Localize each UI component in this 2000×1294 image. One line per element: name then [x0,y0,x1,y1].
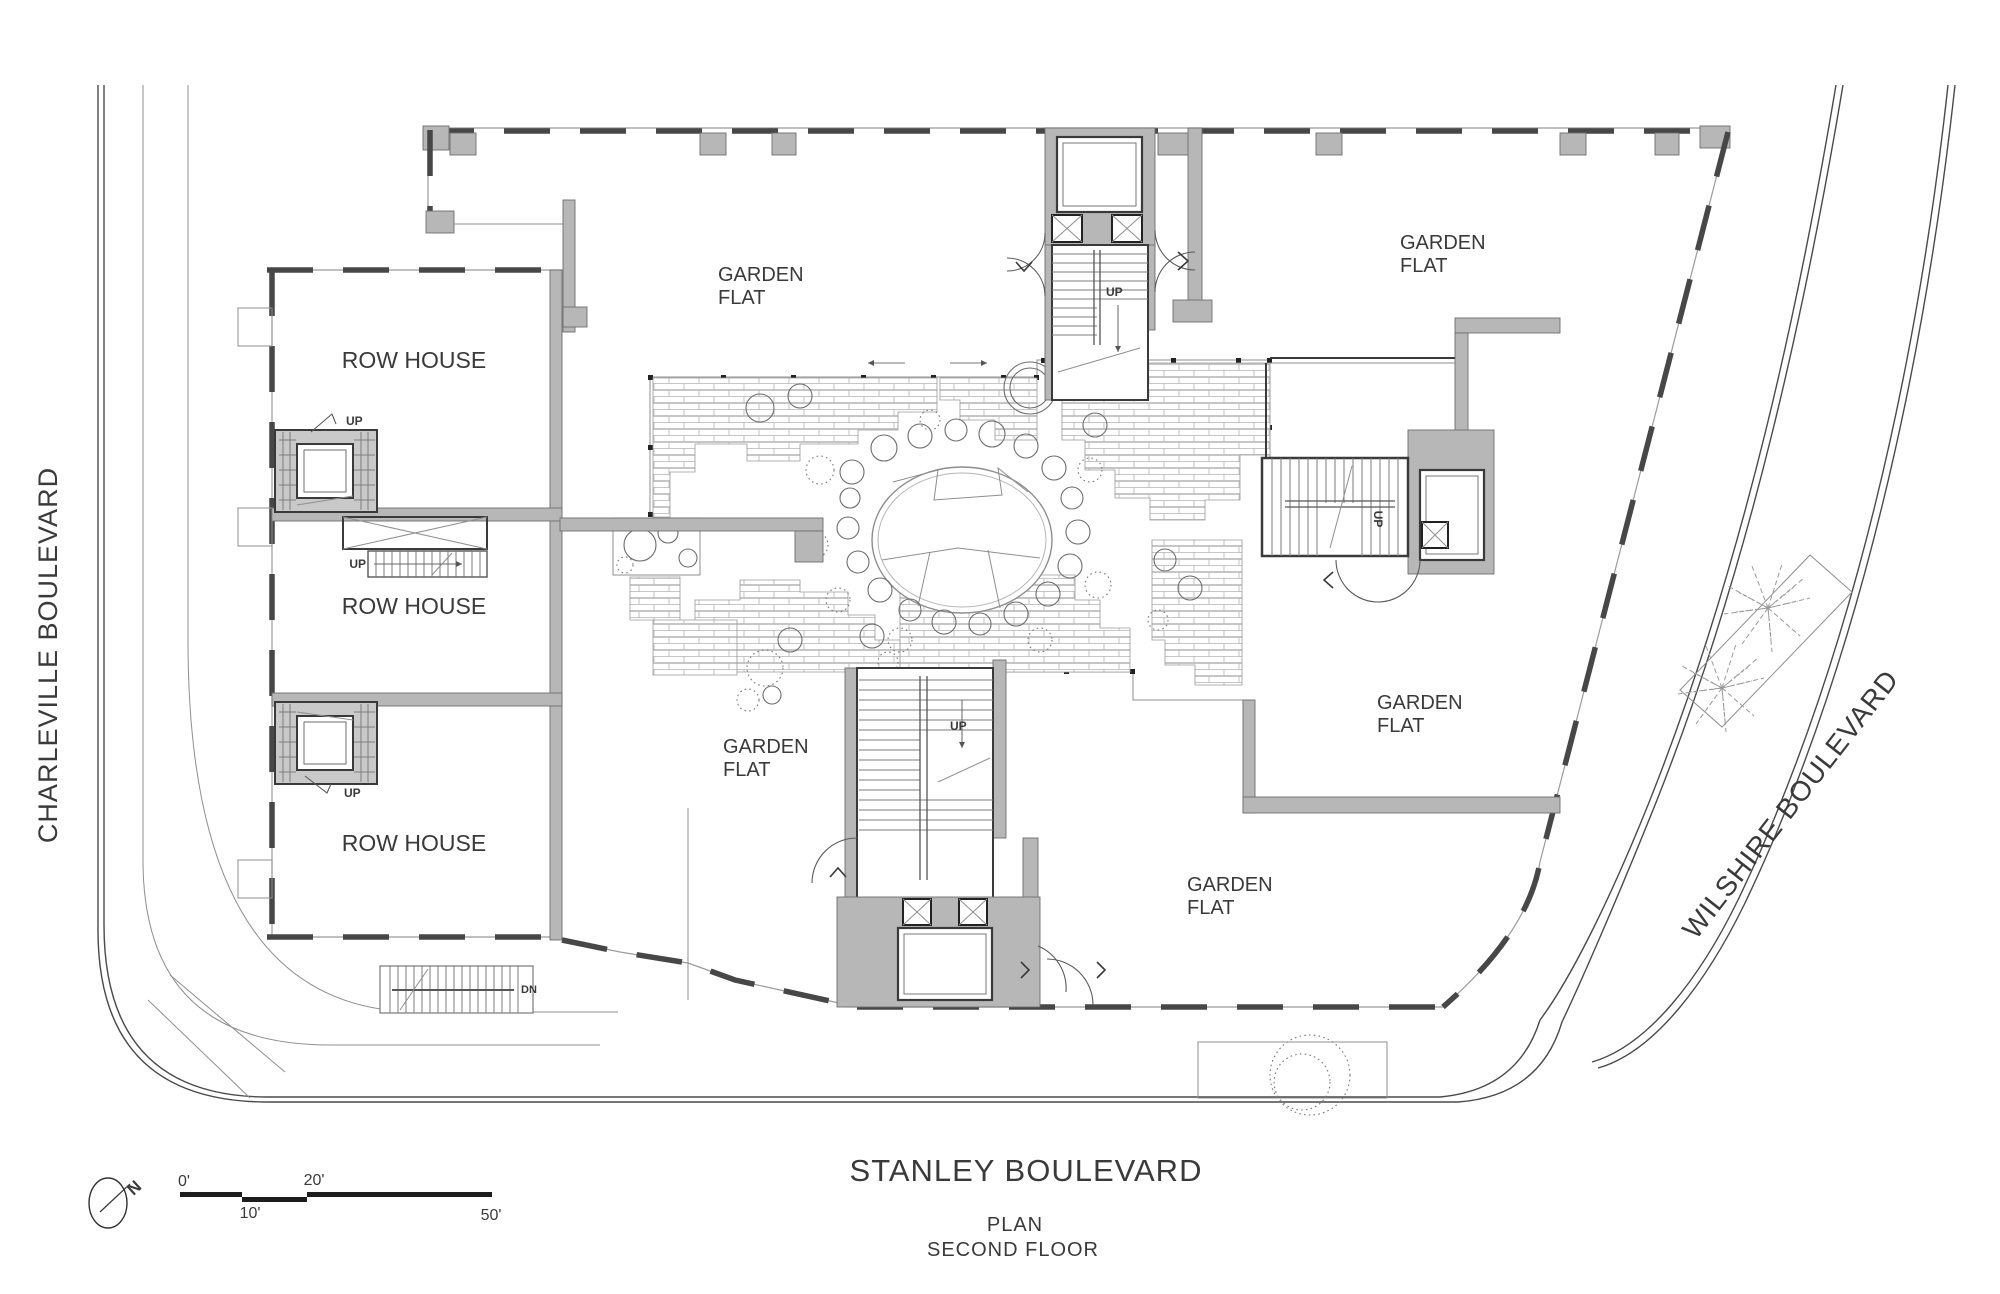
south-stair [856,667,994,901]
east-facade [1441,131,1731,1010]
stair-dn-label: DN [521,984,537,996]
scale-tick-10: 10' [240,1205,261,1222]
north-tower-doors [1006,229,1196,297]
svg-text:FLAT: FLAT [1400,255,1447,277]
caption-plan: PLAN [987,1214,1043,1236]
scale-bar: 0' 20' 10' 50' [178,1172,501,1224]
svg-text:FLAT: FLAT [1377,715,1424,737]
street-label-charleville: CHARLEVILLE BOULEVARD [33,467,63,843]
svg-text:GARDEN: GARDEN [723,736,809,758]
courtyard-pond [871,466,1053,614]
caption-second-floor: SECOND FLOOR [927,1239,1099,1261]
street-lines [97,84,1956,1103]
north-arrow-icon: N [88,1177,145,1229]
room-label-garden-flat-north: GARDEN FLAT [718,264,804,309]
scale-tick-50: 50' [481,1207,502,1224]
street-label-stanley: STANLEY BOULEVARD [850,1153,1203,1188]
scale-tick-0: 0' [178,1173,190,1190]
east-tower-doors [1322,559,1421,603]
svg-text:GARDEN: GARDEN [1187,874,1273,896]
stair-up-label-rh1: UP [346,414,363,428]
row-house-2-stair [342,516,488,578]
down-stair-south [379,965,534,1014]
room-label-row-house-1: ROW HOUSE [342,347,486,373]
room-label-garden-flat-south: GARDEN FLAT [1187,874,1273,919]
scale-tick-20: 20' [304,1172,325,1189]
room-label-row-house-3: ROW HOUSE [342,830,486,856]
row-house-3-stair [274,701,378,794]
northwest-wing-edge [425,130,588,333]
south-tower [687,659,1107,1008]
svg-text:FLAT: FLAT [718,287,765,309]
svg-text:GARDEN: GARDEN [1400,232,1486,254]
stair-up-label-rh2: UP [349,557,366,571]
north-stair [1051,244,1149,401]
stair-up-label-north-tower: UP [1106,285,1123,299]
room-label-garden-flat-west: GARDEN FLAT [723,736,809,781]
wilshire-palm-bed [1677,554,1853,733]
courtyard [612,358,1272,712]
north-elevator-doors [1051,214,1143,243]
stair-up-label-south-tower: UP [950,719,967,733]
building [237,125,1731,1014]
north-tower [1006,127,1196,401]
east-stair [1260,456,1410,558]
svg-text:GARDEN: GARDEN [1377,692,1463,714]
room-label-garden-flat-northeast: GARDEN FLAT [1400,232,1486,277]
street-label-wilshire: WILSHIRE BOULEVARD [1676,664,1905,945]
south-tower-doors [811,837,1107,1006]
south-elevator-doors [902,898,988,926]
stair-up-label-rh3: UP [344,786,361,800]
interior-walls [559,127,1561,948]
svg-text:FLAT: FLAT [1187,897,1234,919]
planter-south [736,627,803,712]
room-label-garden-flat-east: GARDEN FLAT [1377,692,1463,737]
stanley-planting-bed [1197,1034,1388,1116]
row-house-1-stair [274,413,378,513]
svg-text:FLAT: FLAT [723,759,770,781]
svg-text:GARDEN: GARDEN [718,264,804,286]
east-tower [1260,429,1495,603]
stair-up-label-east-tower: UP [1371,511,1385,528]
room-label-row-house-2: ROW HOUSE [342,593,486,619]
